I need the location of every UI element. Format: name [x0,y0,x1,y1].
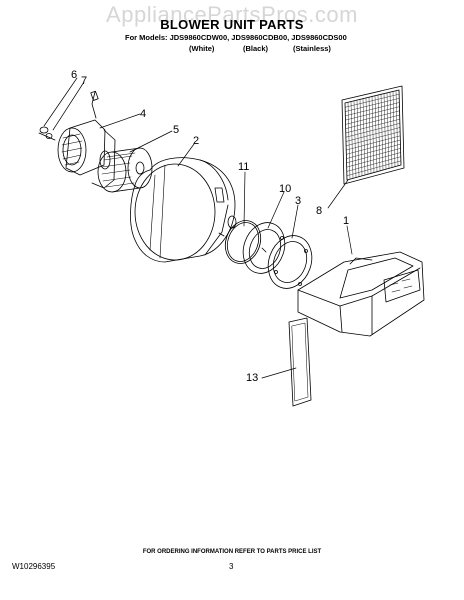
callout-1: 1 [343,215,349,227]
callout-11: 11 [238,161,249,173]
page-number: 3 [229,562,234,571]
part-3-gasket [267,235,313,289]
models-line: For Models: JDS9860CDW00, JDS9860CDB00, … [125,33,347,42]
callout-6: 6 [71,69,77,81]
callout-10: 10 [279,183,291,195]
callout-13: 13 [246,372,258,384]
leader-lines [43,77,353,379]
callout-5: 5 [173,124,179,136]
variant-stainless: (Stainless) [293,44,331,53]
part-11-ring [218,220,267,264]
part-6-7-fasteners [38,126,56,141]
variant-black: (Black) [243,44,269,53]
callout-7: 7 [81,75,87,87]
ordering-note: FOR ORDERING INFORMATION REFER TO PARTS … [142,549,322,555]
part-2-blower-housing [130,157,237,263]
part-5-blower-wheel [97,147,153,193]
callout-3: 3 [295,195,301,207]
page-title: BLOWER UNIT PARTS [160,17,304,32]
variant-white: (White) [189,44,215,53]
callout-4: 4 [140,108,146,120]
part-8-grille [341,85,405,185]
callout-8: 8 [316,205,322,217]
part-10-ring-plate [242,222,286,274]
part-1-duct [297,251,425,337]
watermark: AppliancePartsPros.com [106,2,358,27]
part-4-motor [57,90,116,189]
part-13-plate [288,317,312,407]
document-code: W10296395 [12,562,56,571]
callout-2: 2 [193,135,199,147]
